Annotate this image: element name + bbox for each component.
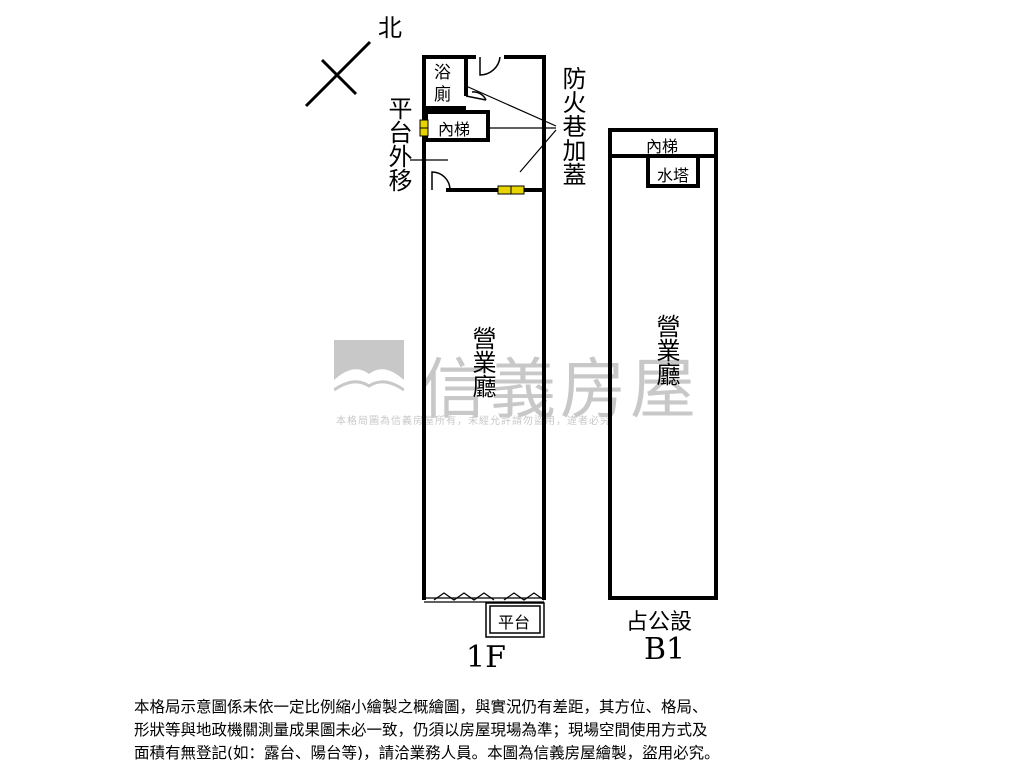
floor-1f-walls [422, 55, 546, 600]
public-facility-label: 占公設 [626, 610, 693, 635]
platform-moved-note: 平台外移 [384, 96, 412, 192]
platform-box [485, 602, 545, 638]
platform-label: 平台 [498, 613, 531, 632]
floor-1f-label: 1F [466, 640, 506, 675]
watermark-logo-icon [334, 340, 404, 402]
disclaimer-text: 本格局示意圖係未依一定比例縮小繪製之概繪圖，與實況仍有差距，其方位、格局、 形狀… [134, 698, 720, 762]
hall-1f-label: 營業廳 [468, 326, 496, 398]
watermark-brand: 信義房屋 [420, 351, 700, 428]
stair-b1-label: 內梯 [646, 137, 679, 156]
compass-icon [304, 40, 372, 108]
fire-lane-note: 防火巷加蓋 [558, 66, 586, 186]
water-tower-label: 水塔 [657, 166, 690, 185]
floor-b1-label: B1 [644, 632, 686, 667]
bath-label: 浴廁 [434, 63, 451, 105]
annotation-lines [410, 85, 557, 173]
compass-label: 北 [378, 14, 402, 42]
floor-1f-storefront [424, 592, 545, 603]
door-arcs [431, 56, 501, 191]
hall-b1-label: 營業廳 [652, 314, 680, 386]
window-marks [419, 119, 525, 195]
floor-b1-walls [608, 128, 718, 600]
watermark-notice: 本格局圖為信義房屋所有，未經允許請勿盜用，違者必究 [336, 416, 611, 427]
stair-1f-label: 內梯 [438, 120, 471, 139]
